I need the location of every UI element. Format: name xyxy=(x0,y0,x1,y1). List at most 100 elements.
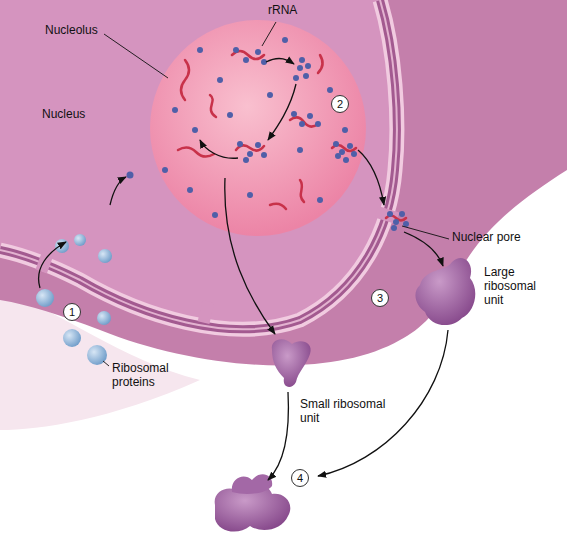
part-label: Nucleolus xyxy=(45,24,98,38)
rrna-strand xyxy=(178,147,214,156)
nucleus xyxy=(0,0,397,329)
callout-number: 4 xyxy=(291,469,309,487)
cytoplasm xyxy=(0,0,567,430)
protein-dot xyxy=(243,157,249,163)
callout-number: 2 xyxy=(331,95,349,113)
rrna-strand xyxy=(300,180,304,202)
ribosomal-protein xyxy=(36,289,54,307)
protein-dot xyxy=(255,49,261,55)
protein-dot xyxy=(127,37,410,231)
part-label: Nucleus xyxy=(42,108,85,122)
protein-dot xyxy=(347,143,353,149)
protein-dot xyxy=(343,157,349,163)
rrna-strand xyxy=(210,95,216,117)
process-arrow xyxy=(404,232,443,266)
part-label: rRNA xyxy=(268,4,297,18)
ribosomal-subunit xyxy=(415,258,475,325)
protein-dot xyxy=(333,141,339,147)
protein-dot xyxy=(247,151,253,157)
process-arrow xyxy=(39,58,448,480)
rrna-strand xyxy=(270,204,286,209)
protein-dot xyxy=(227,112,233,118)
nuclear-pore xyxy=(198,300,215,324)
part-label: Ribosomal proteins xyxy=(112,362,184,390)
callout-number: 3 xyxy=(371,289,389,307)
protein-dot xyxy=(247,192,253,198)
protein-dot xyxy=(399,211,405,217)
protein-dot xyxy=(393,219,399,225)
part-label: Small ribosomal unit xyxy=(300,398,396,426)
protein-dot xyxy=(267,92,273,98)
protein-dot xyxy=(387,211,393,217)
cytoplasm xyxy=(0,0,567,365)
rrna-strand xyxy=(318,55,323,73)
process-arrow xyxy=(225,178,275,334)
protein-dot xyxy=(303,73,309,79)
process-arrow xyxy=(268,84,296,140)
ribosomal-protein xyxy=(97,311,111,325)
leader-line xyxy=(262,22,276,46)
nucleus xyxy=(0,0,397,329)
protein-dot xyxy=(315,121,321,127)
protein-dot xyxy=(127,172,134,179)
protein-dot xyxy=(261,152,267,158)
protein-dot xyxy=(299,121,305,127)
protein-dot xyxy=(299,57,305,63)
nucleus xyxy=(0,0,397,329)
leader-line xyxy=(103,22,449,366)
process-arrow xyxy=(266,58,294,64)
nucleus xyxy=(0,0,397,329)
protein-dot xyxy=(293,75,299,81)
ribosomal-protein xyxy=(63,329,81,347)
protein-dot xyxy=(255,142,261,148)
ribosomal-subunit xyxy=(215,258,476,532)
ribosomal-subunit xyxy=(232,474,272,494)
nucleolus xyxy=(150,20,366,236)
nucleus xyxy=(0,0,397,329)
rrna-strand xyxy=(181,60,189,100)
protein-dot xyxy=(172,107,178,113)
process-arrow xyxy=(268,392,288,480)
ribosomal-protein xyxy=(55,239,69,253)
protein-dot xyxy=(335,153,341,159)
protein-dot xyxy=(212,212,218,218)
rrna-strand xyxy=(290,117,318,126)
protein-dot xyxy=(243,57,249,63)
protein-dot xyxy=(327,87,333,93)
leader-line xyxy=(103,361,109,366)
protein-dot xyxy=(305,63,311,69)
protein-dot xyxy=(297,147,303,153)
protein-dot xyxy=(217,77,223,83)
protein-dot xyxy=(233,47,239,53)
leader-line xyxy=(104,34,168,78)
ribosomal-protein xyxy=(74,234,86,246)
nucleolus xyxy=(150,20,366,236)
protein-dot xyxy=(192,127,198,133)
process-arrow xyxy=(200,140,238,158)
protein-dot xyxy=(291,111,297,117)
process-arrow xyxy=(39,242,66,288)
ribosomal-protein xyxy=(98,249,112,263)
protein-dot xyxy=(187,187,193,193)
part-label: Nuclear pore xyxy=(452,231,521,245)
protein-dot xyxy=(162,167,168,173)
protein-dot xyxy=(197,47,203,53)
process-arrow xyxy=(110,177,126,205)
protein-dot xyxy=(282,37,288,43)
protein-dot xyxy=(307,113,313,119)
protein-dot xyxy=(342,127,348,133)
ribosomal-subunit xyxy=(272,339,311,387)
protein-dot xyxy=(297,65,303,71)
process-arrow xyxy=(358,150,384,205)
protein-dot xyxy=(391,225,397,231)
leader-line xyxy=(402,226,449,239)
protein-dot xyxy=(237,141,243,147)
rrna-strand xyxy=(178,51,406,221)
part-label: Large ribosomal unit xyxy=(484,266,548,307)
callout-number: 1 xyxy=(63,303,81,321)
protein-dot xyxy=(351,151,357,157)
ribosomal-protein xyxy=(36,234,112,365)
